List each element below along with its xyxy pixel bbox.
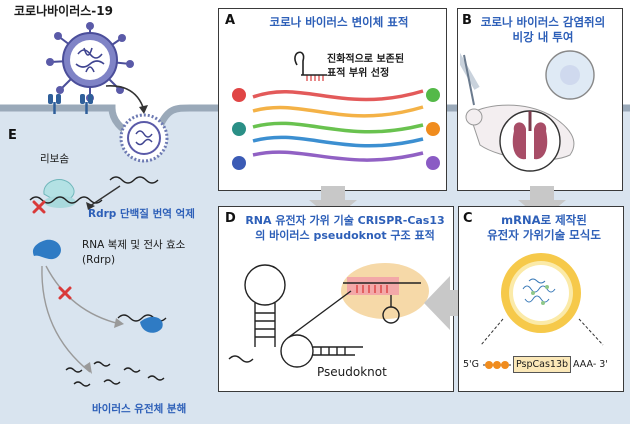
rna-fragments-icon (65, 361, 165, 387)
panel-a-note-line1: 진화적으로 보존된 (327, 54, 405, 65)
panel-b-tag: B (462, 13, 472, 28)
rdrp-protein-icon (32, 239, 61, 260)
panel-b-title-line1: 코로나 바이러스 감염쥐의 (480, 15, 606, 29)
panel-e-tag: E (8, 128, 17, 143)
block-translation-label: Rdrp 단백질 번역 억제 (88, 208, 195, 220)
receptor-icons (48, 94, 93, 114)
panel-a-note-line2: 표적 부위 선정 (327, 68, 390, 79)
arrow-b-to-c (518, 186, 566, 220)
lipid-nanoparticle-illustration (480, 253, 604, 346)
rdrp-label-line2: (Rdrp) (82, 254, 116, 266)
panel-a-title: 코로나 바이러스 변이체 표적 (269, 15, 409, 29)
entry-arrow (105, 85, 148, 114)
panel-c-tag: C (463, 211, 473, 226)
pseudoknot-illustration (228, 263, 429, 368)
coronavirus-icon (46, 22, 134, 102)
panel-b-title-line2: 비강 내 투여 (512, 30, 574, 44)
panel-c-title-line2: 유전자 가위기술 모식도 (487, 228, 601, 242)
panel-c-title-line1: mRNA로 제작된 (501, 213, 587, 227)
mrna-construct: 5'G PspCas13b AAA- 3' (463, 355, 623, 375)
panel-d-title-line1: RNA 유전자 가위 기술 CRISPR-Cas13 (245, 214, 445, 227)
mouse-lung-illustration (460, 50, 595, 172)
panel-d-tag: D (225, 211, 236, 226)
panel-b: B 코로나 바이러스 감염쥐의 비강 내 투여 (457, 8, 623, 191)
ppp-cap-icon (483, 361, 511, 369)
panel-a: A 코로나 바이러스 변이체 표적 진화적으로 보존된 표적 부위 선정 (218, 8, 447, 191)
construct-5prime: 5'G (463, 359, 480, 370)
pseudoknot-label: Pseudoknot (317, 365, 387, 379)
inhibit-translation-icon (32, 200, 46, 214)
panel-d: D RNA 유전자 가위 기술 CRISPR-Cas13 의 바이러스 pseu… (218, 206, 454, 392)
endosome-virus-icon (119, 113, 169, 163)
degradation-pathway-arrows (41, 265, 167, 374)
variant-rna-illustration (232, 51, 440, 170)
arrow-c-to-d (424, 276, 470, 330)
degradation-label: 바이러스 유전체 분해 (92, 403, 187, 415)
panel-c: C mRNA로 제작된 유전자 가위기술 모식도 5'G PspCas13b A… (458, 206, 624, 392)
panel-a-tag: A (225, 13, 236, 28)
ribosome-label: 리보솜 (40, 153, 69, 165)
panel-d-title-line2: 의 바이러스 pseudoknot 구조 표적 (255, 229, 435, 242)
arrow-a-to-d (309, 186, 357, 220)
rdrp-label-line1: RNA 복제 및 전사 효소 (82, 239, 186, 251)
construct-cas-box: PspCas13b (513, 356, 571, 373)
virus-label: 코로나바이러스-19 (14, 4, 113, 18)
construct-3prime: AAA- 3' (573, 359, 608, 370)
ribosome-rna-icon (29, 176, 159, 210)
